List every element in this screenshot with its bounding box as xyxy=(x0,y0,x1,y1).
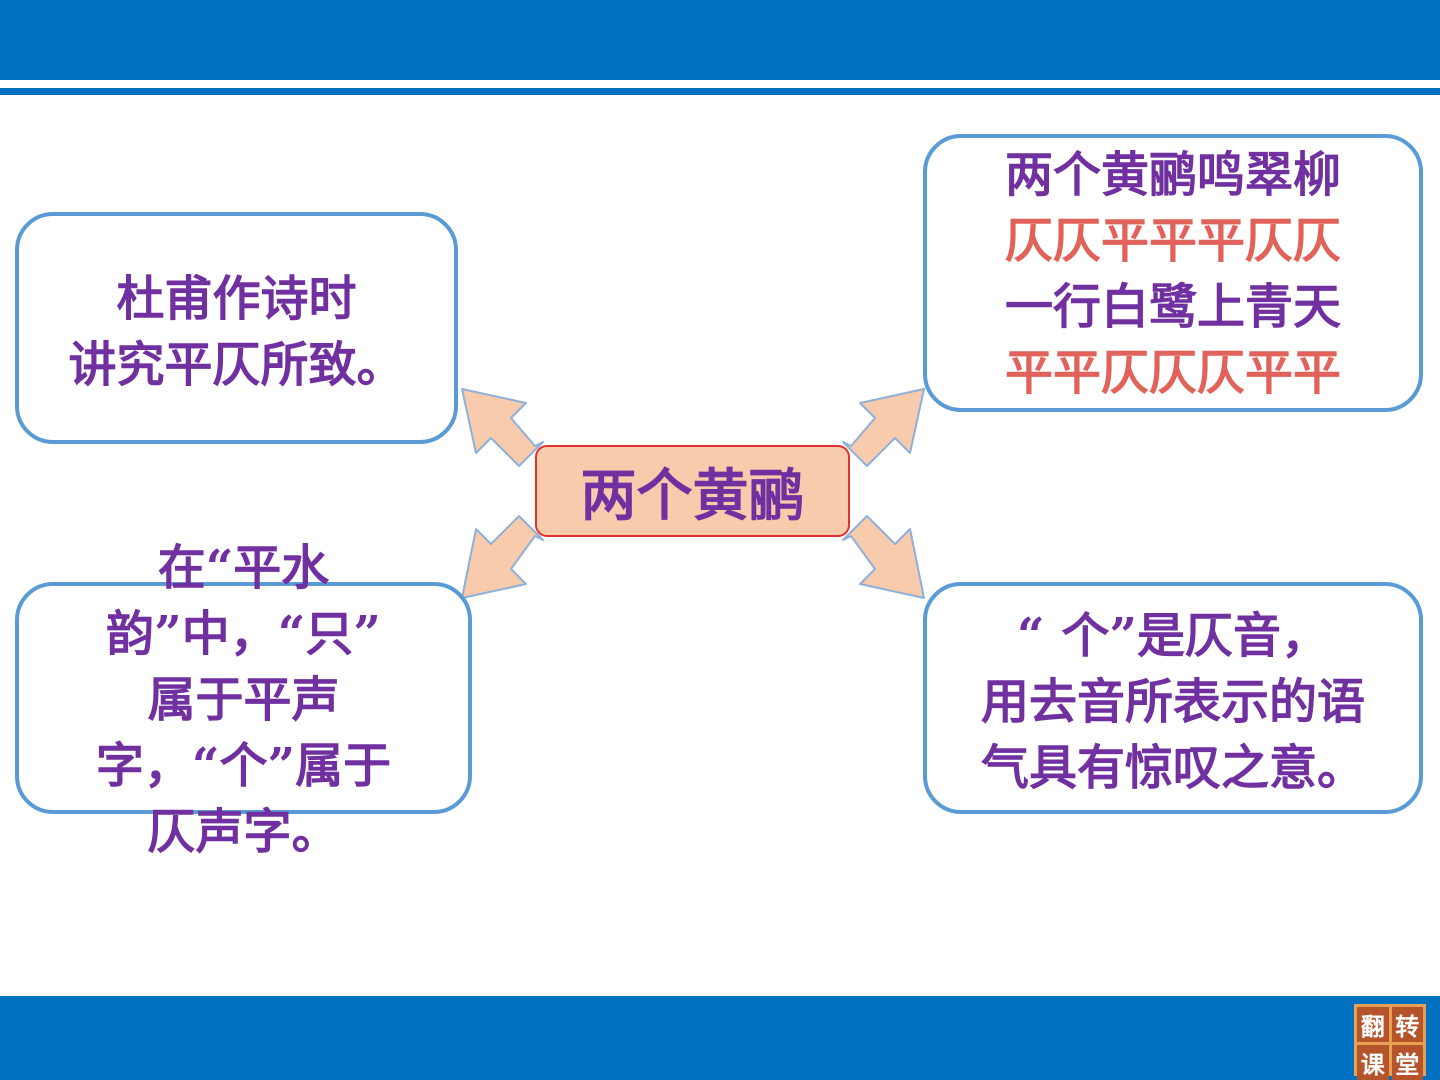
note-line: 讲究平仄所致。 xyxy=(68,337,405,393)
note-line: 仄声字。 xyxy=(147,804,340,860)
arrow-down-right xyxy=(842,515,925,599)
note-text-top-left: 杜甫作诗时 讲究平仄所致。 xyxy=(15,266,458,398)
note-box-bottom-left xyxy=(15,582,472,814)
note-line: “ 个”是仄音， xyxy=(1017,608,1329,664)
note-line: 气具有惊叹之意。 xyxy=(980,740,1365,796)
note-text-bottom-left: 在“平水 韵”中，“只” 属于平声 字，“个”属于 仄声字。 xyxy=(15,535,472,865)
note-box-top-right xyxy=(923,134,1423,412)
poem-line-1: 两个黄鹂鸣翠柳 xyxy=(1004,147,1341,203)
header-divider xyxy=(0,88,1440,95)
flipped-classroom-logo: 翻 转 课 堂 xyxy=(1354,1004,1426,1080)
note-line: 字，“个”属于 xyxy=(95,738,392,794)
arrow-up-right xyxy=(842,388,925,467)
note-box-bottom-right xyxy=(923,582,1423,814)
poem-text: 两个黄鹂鸣翠柳 仄仄平平平仄仄 一行白鹭上青天 平平仄仄仄平平 xyxy=(923,142,1423,406)
center-node: 两个黄鹂 xyxy=(535,445,850,537)
poem-line-2: 一行白鹭上青天 xyxy=(1004,279,1341,335)
note-line: 韵”中，“只” xyxy=(106,606,381,662)
center-node-label: 两个黄鹂 xyxy=(580,462,805,529)
arrow-down-left xyxy=(461,515,544,599)
header-bar xyxy=(0,0,1440,80)
arrow-up-left xyxy=(461,388,544,467)
note-line: 在“平水 xyxy=(157,540,330,596)
logo-char: 堂 xyxy=(1391,1045,1423,1080)
tone-line-1: 仄仄平平平仄仄 xyxy=(1004,213,1341,269)
logo-char: 转 xyxy=(1391,1007,1423,1042)
note-box-top-left xyxy=(15,212,458,444)
note-text-bottom-right: “ 个”是仄音， 用去音所表示的语 气具有惊叹之意。 xyxy=(923,603,1423,801)
tone-line-2: 平平仄仄仄平平 xyxy=(1004,345,1341,401)
note-line: 用去音所表示的语 xyxy=(980,674,1365,730)
note-line: 杜甫作诗时 xyxy=(116,271,357,327)
note-line: 属于平声 xyxy=(147,672,340,728)
footer-bar xyxy=(0,996,1440,1080)
logo-char: 翻 xyxy=(1357,1007,1389,1042)
logo-char: 课 xyxy=(1357,1045,1389,1080)
